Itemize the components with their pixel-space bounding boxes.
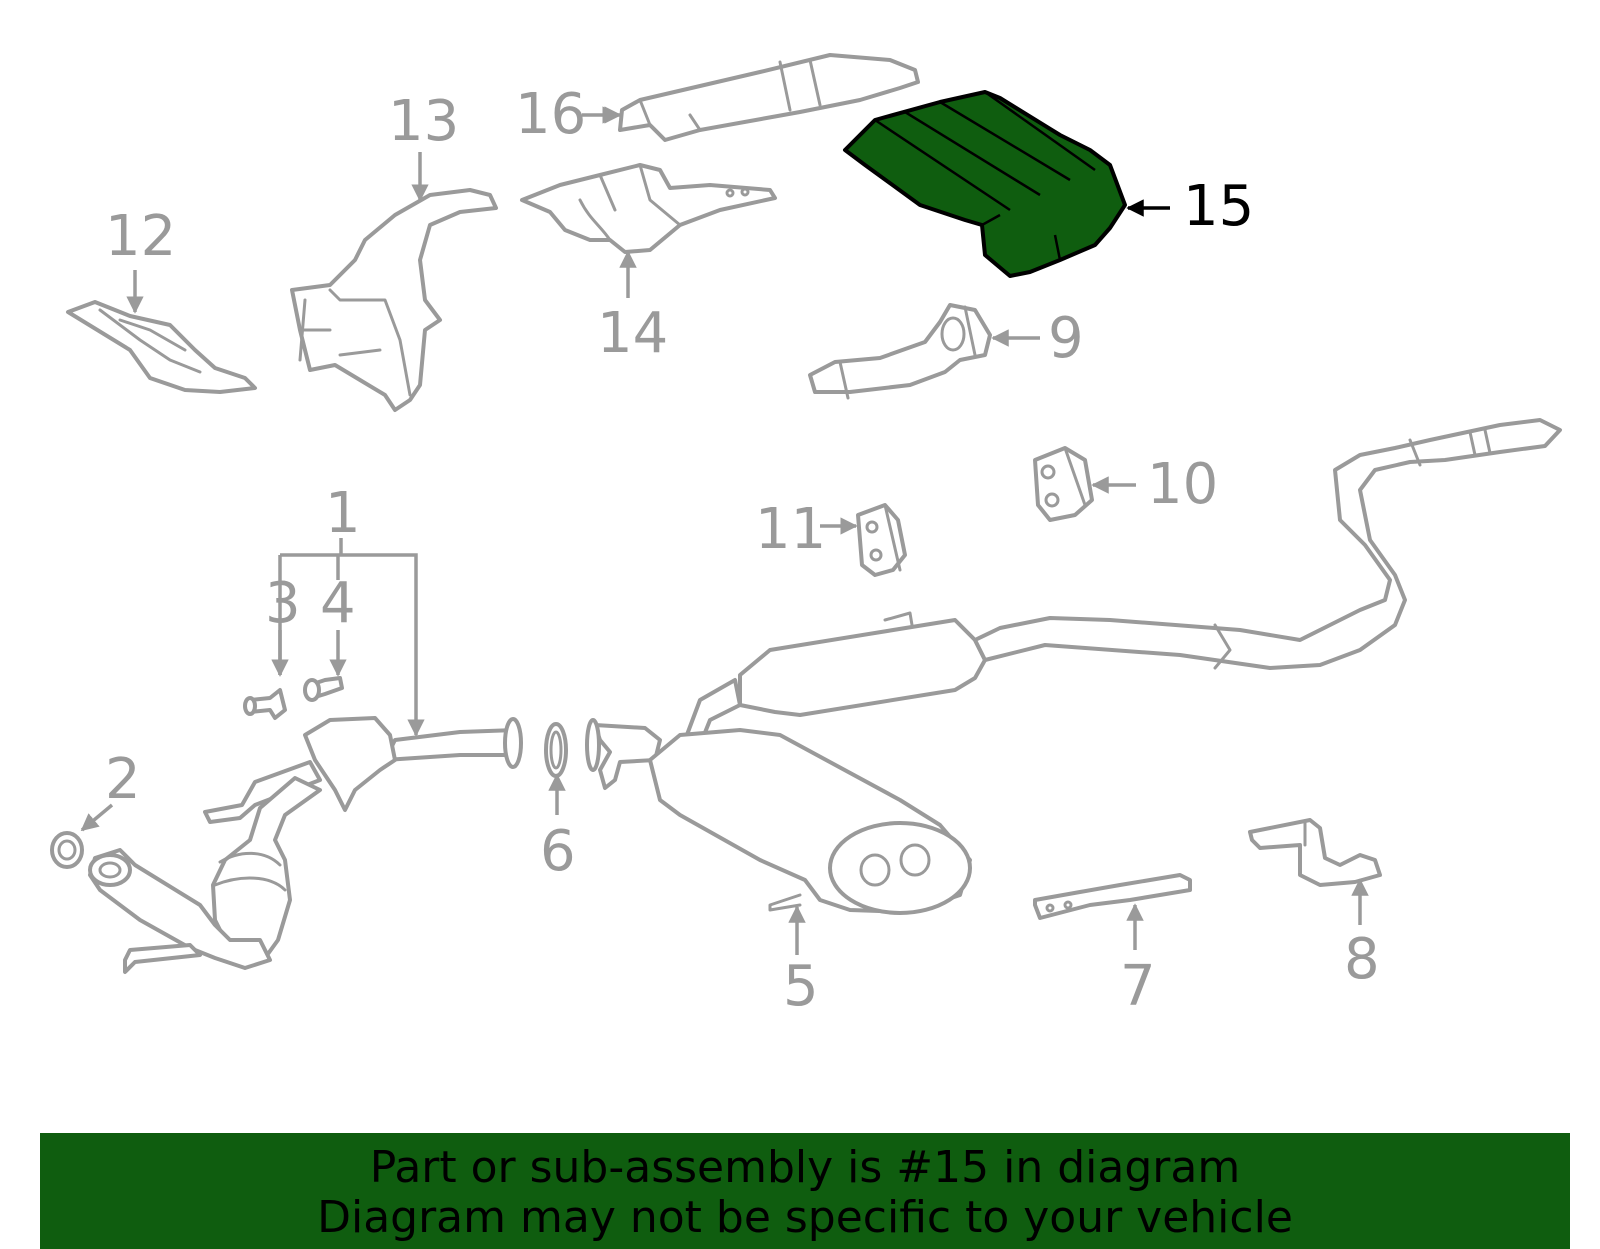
part-3-stud[interactable] [243, 688, 287, 720]
part-9-exhaust-hanger[interactable] [808, 303, 992, 400]
callout-7: 7 [1120, 954, 1156, 1019]
callout-10: 10 [1147, 452, 1218, 517]
callout-5: 5 [783, 954, 819, 1019]
callout-11: 11 [755, 497, 826, 562]
callout-2: 2 [105, 747, 141, 812]
banner-line-disclaimer: Diagram may not be specific to your vehi… [317, 1192, 1293, 1243]
callout-15-highlighted: 15 [1183, 174, 1254, 239]
part-11-rubber-hanger[interactable] [856, 503, 907, 577]
part-15-heat-shield[interactable] [843, 90, 1127, 278]
callout-13: 13 [388, 89, 459, 154]
part-2-gasket[interactable] [50, 831, 84, 869]
callout-8: 8 [1344, 927, 1380, 992]
part-14-heat-insulator[interactable] [520, 163, 777, 254]
leader-lines [80, 106, 1369, 955]
part-1-front-exhaust-pipe[interactable] [88, 716, 523, 974]
part-16-heat-shield[interactable] [618, 53, 920, 142]
callout-16: 16 [515, 82, 586, 147]
callout-9: 9 [1048, 306, 1084, 371]
banner-line-part: Part or sub-assembly is #15 in diagram [369, 1142, 1241, 1193]
part-10-rubber-hanger[interactable] [1033, 446, 1094, 522]
callout-6: 6 [540, 819, 576, 884]
callout-14: 14 [597, 301, 668, 366]
part-12-heat-insulator[interactable] [66, 300, 257, 394]
callout-12: 12 [105, 204, 176, 269]
part-4-bolt[interactable] [303, 676, 344, 702]
callout-3: 3 [265, 571, 301, 636]
part-6-gasket[interactable] [544, 722, 568, 778]
part-8-hanger-bracket[interactable] [1248, 818, 1382, 887]
part-7-hanger-bracket[interactable] [1033, 873, 1192, 920]
callout-labels: 16 15 13 14 12 9 10 11 1 3 4 2 6 5 7 8 [105, 82, 1380, 1019]
callout-1: 1 [325, 481, 361, 546]
part-13-insulator-bracket[interactable] [290, 188, 498, 412]
info-banner: Part or sub-assembly is #15 in diagram D… [40, 1133, 1570, 1249]
callout-4: 4 [320, 571, 356, 636]
part-5-muffler-assembly[interactable] [585, 418, 1562, 915]
